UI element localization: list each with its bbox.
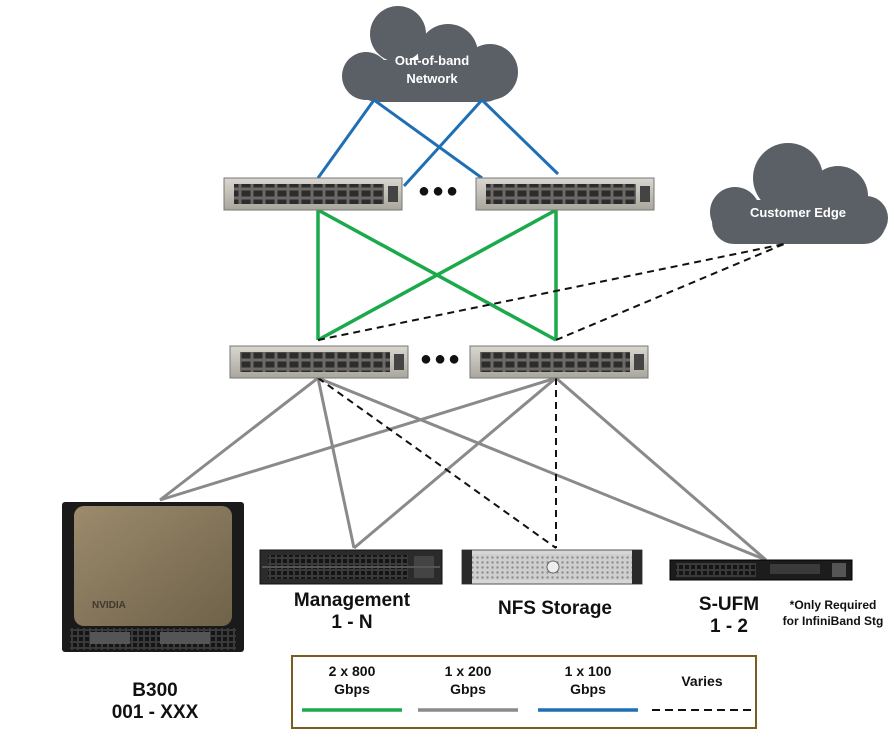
management-name: Management — [293, 590, 411, 611]
nfs-storage-server — [461, 549, 643, 585]
leaf-switch-1 — [229, 345, 409, 379]
legend-item-800-line1: 2 x 800 — [328, 663, 376, 679]
nfs-storage-label: NFS Storage — [497, 598, 613, 619]
customer-edge-label: Customer Edge — [749, 205, 847, 220]
management-range: 1 - N — [331, 611, 373, 633]
nvidia-logo: NVIDIA — [92, 600, 126, 611]
oob-cloud-label-line1: Out-of-band — [394, 53, 470, 68]
b300-name: B300 — [132, 680, 178, 701]
legend-box — [291, 655, 757, 729]
legend-item-800-line2: Gbps — [334, 681, 370, 698]
sufm-server — [669, 559, 853, 581]
sufm-note: *Only Required for InfiniBand Stg — [774, 598, 892, 629]
legend-item-200-line1: 1 x 200 — [444, 663, 492, 679]
customer-edge-links — [317, 243, 785, 341]
spine-leaf-links — [316, 208, 558, 342]
out-of-band-network-cloud — [342, 6, 518, 102]
spine-ellipsis: ●●● — [417, 180, 461, 202]
legend-item-200-line2: Gbps — [450, 681, 486, 698]
sufm-note-line2: for InfiniBand Stg — [782, 613, 884, 628]
management-server — [259, 549, 443, 585]
legend-item-varies-line1: Varies — [681, 673, 723, 689]
b300-range: 001 - XXX — [111, 701, 199, 723]
spine-switch-2 — [475, 177, 655, 211]
legend-item-800: 2 x 800 Gbps — [302, 662, 402, 698]
sufm-note-line1: *Only Required — [789, 598, 877, 612]
sufm-name: S-UFM — [698, 594, 760, 615]
oob-links — [316, 98, 560, 188]
customer-edge-cloud — [710, 143, 888, 244]
legend-item-100-line2: Gbps — [570, 681, 606, 698]
legend-item-100: 1 x 100 Gbps — [538, 662, 638, 698]
management-label: Management 1 - N — [266, 590, 438, 634]
sufm-range: 1 - 2 — [709, 615, 749, 637]
storage-links — [317, 377, 557, 549]
legend-item-200: 1 x 200 Gbps — [418, 662, 518, 698]
oob-cloud-label: Out-of-band Network — [366, 52, 498, 87]
sufm-label: S-UFM 1 - 2 — [682, 594, 776, 638]
leaf-node-links — [159, 376, 767, 562]
leaf-ellipsis: ●●● — [419, 348, 463, 370]
legend-item-varies: Varies — [652, 672, 752, 690]
leaf-switch-2 — [469, 345, 649, 379]
b300-label: B300 001 - XXX — [70, 680, 240, 724]
spine-switch-1 — [223, 177, 403, 211]
b300-server — [62, 502, 244, 652]
legend-item-100-line1: 1 x 100 — [564, 663, 612, 679]
oob-cloud-label-line2: Network — [406, 70, 458, 86]
